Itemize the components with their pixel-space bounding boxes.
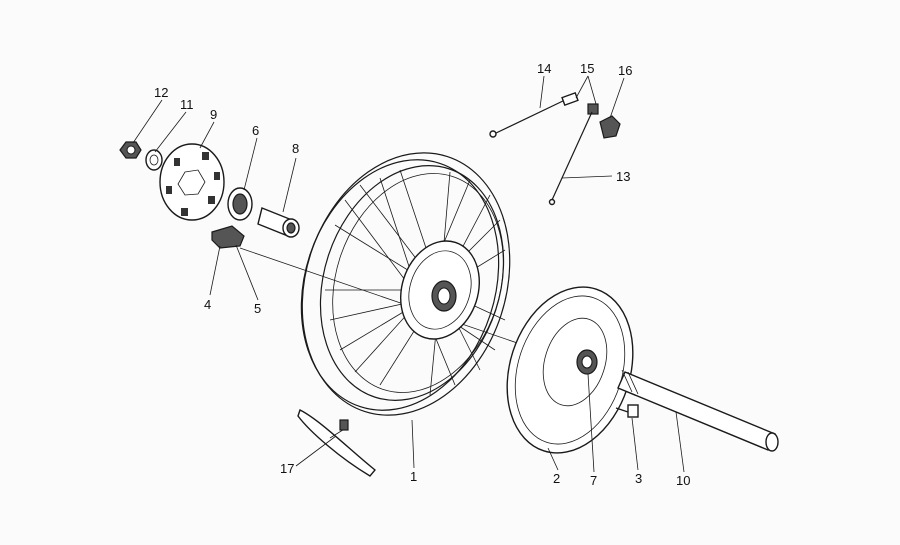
leader-lines xyxy=(132,75,685,473)
nut-part xyxy=(119,141,142,159)
rod-part xyxy=(489,91,579,138)
axle-part xyxy=(617,369,779,452)
callout-13: 13 xyxy=(616,169,631,184)
drive-plate-part xyxy=(159,143,225,221)
callout-17: 17 xyxy=(280,461,295,476)
callout-14: 14 xyxy=(537,61,552,76)
callout-6: 6 xyxy=(252,123,260,138)
bearing-part xyxy=(227,187,253,221)
callout-15: 15 xyxy=(580,61,595,76)
wheel-rim-part xyxy=(300,152,511,416)
callout-10: 10 xyxy=(676,473,691,488)
callout-11: 11 xyxy=(180,97,194,112)
cap-part xyxy=(599,115,621,139)
callout-7: 7 xyxy=(590,473,598,488)
callout-9: 9 xyxy=(210,107,218,122)
callout-1: 1 xyxy=(410,469,418,484)
cable-part xyxy=(548,111,593,206)
rim-strip-part xyxy=(297,409,376,477)
fitting-part xyxy=(587,103,599,115)
callout-5: 5 xyxy=(254,301,262,316)
callout-16: 16 xyxy=(618,63,633,78)
brake-disc-part xyxy=(506,286,634,454)
spacer-part xyxy=(257,207,300,238)
callout-8: 8 xyxy=(292,141,300,156)
callout-4: 4 xyxy=(204,297,212,312)
callout-2: 2 xyxy=(553,471,561,486)
callout-3: 3 xyxy=(635,471,643,486)
clip-part xyxy=(211,225,245,249)
callout-12: 12 xyxy=(154,85,169,100)
wheel-hub-part xyxy=(399,240,481,340)
bolt-part xyxy=(615,404,639,418)
washer-part xyxy=(145,149,163,171)
